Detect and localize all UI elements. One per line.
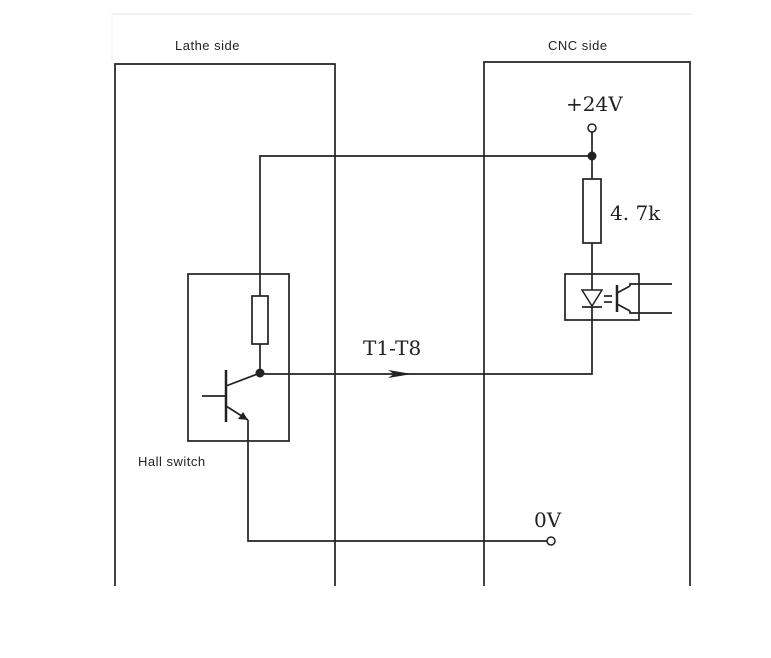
signal-arrow-icon [388, 370, 412, 378]
emitter-arrow-icon [238, 412, 248, 420]
transistor-collector [225, 372, 261, 387]
cnc-side-panel [483, 61, 691, 586]
resistor-value-label: 4. 7k [610, 201, 661, 225]
signal-return-wire [260, 307, 593, 375]
optocoupler-output-bottom [629, 311, 672, 314]
hall-switch-label: Hall switch [138, 454, 206, 469]
signal-label: T1-T8 [363, 336, 421, 360]
ground-wire [247, 420, 548, 542]
lathe-side-panel [114, 63, 336, 586]
pullup-resistor [582, 178, 602, 244]
lathe-side-label: Lathe side [175, 38, 240, 53]
phototransistor-collector [616, 285, 631, 294]
hall-internal-resistor [251, 295, 269, 345]
ground-label: 0V [534, 508, 562, 532]
phototransistor-emitter [616, 303, 631, 312]
supply-voltage-label: +24V [566, 92, 623, 116]
supply-terminal [587, 123, 597, 133]
supply-to-hall-wire [259, 155, 592, 296]
optocoupler-led-icon [580, 289, 604, 308]
optocoupler [564, 273, 640, 321]
optocoupler-output-top [629, 283, 672, 286]
hall-switch-box [187, 273, 290, 442]
ground-terminal [546, 536, 556, 546]
cnc-side-label: CNC side [548, 38, 608, 53]
